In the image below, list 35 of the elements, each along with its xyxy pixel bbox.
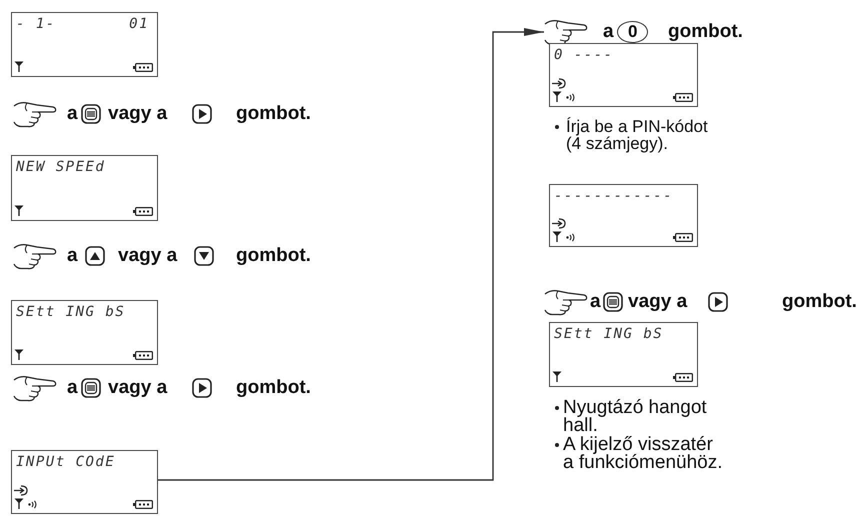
instruction-text: vagy a bbox=[628, 291, 688, 313]
display-text: NEW SPEEd bbox=[16, 159, 106, 175]
instruction-text: a bbox=[590, 291, 601, 313]
connector-arrow bbox=[158, 28, 544, 481]
instruction-text: gombot. bbox=[236, 103, 311, 125]
instruction-text: a bbox=[67, 377, 78, 399]
display-text: SEtt ING bS bbox=[554, 326, 664, 342]
display-text: 0 ---- bbox=[554, 47, 614, 63]
instruction-text: vagy a bbox=[108, 103, 168, 125]
instruction-text: gombot. bbox=[236, 245, 311, 267]
lcd-display bbox=[549, 322, 698, 387]
lcd-display bbox=[11, 450, 158, 514]
number-key: 0 bbox=[617, 21, 648, 43]
display-text: INPUt COdE bbox=[16, 454, 116, 470]
instruction-text: gombot. bbox=[236, 377, 311, 399]
pointing-hand-icon bbox=[544, 18, 588, 46]
instruction-text: a bbox=[67, 245, 78, 267]
instruction-text: vagy a bbox=[118, 245, 178, 267]
instruction-text: vagy a bbox=[108, 377, 168, 399]
display-text: SEtt ING bS bbox=[16, 304, 126, 320]
lcd-display bbox=[11, 155, 158, 221]
instruction-text: a bbox=[67, 103, 78, 125]
instruction-text: gombot. bbox=[782, 291, 857, 313]
instruction-note: A kijelző visszatér a funkciómenühöz. bbox=[563, 436, 722, 472]
instruction-text: gombot. bbox=[668, 21, 743, 43]
lcd-display bbox=[549, 43, 698, 107]
display-text: ------------ bbox=[554, 188, 674, 204]
display-text: - 1- bbox=[16, 16, 56, 32]
lcd-display bbox=[11, 12, 158, 77]
instruction-text: a bbox=[603, 21, 614, 43]
instruction-note: Nyugtázó hangot hall. bbox=[563, 399, 707, 435]
lcd-display bbox=[11, 300, 158, 365]
instruction-note: Írja be a PIN-kódot (4 számjegy). bbox=[566, 118, 708, 152]
lcd-display bbox=[549, 184, 698, 247]
display-text: 01 bbox=[129, 16, 149, 32]
